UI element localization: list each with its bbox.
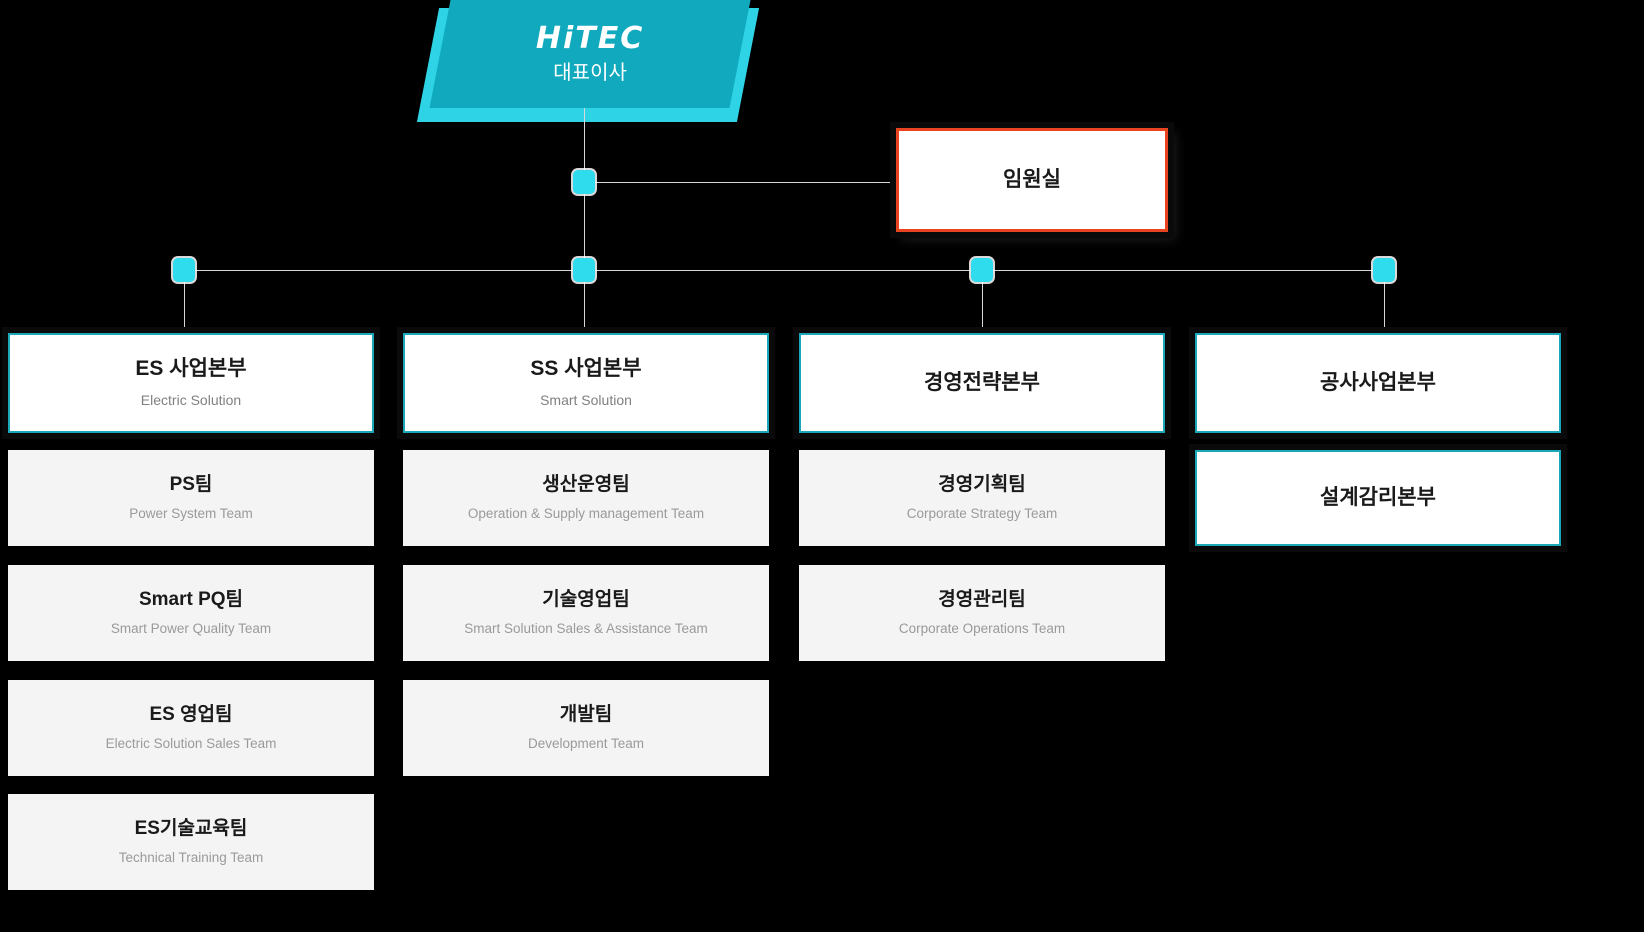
team-box-es-0[interactable]: PS팀 Power System Team (8, 450, 374, 546)
team-box-ss-1[interactable]: 기술영업팀 Smart Solution Sales & Assistance … (403, 565, 769, 661)
executive-office-title: 임원실 (1003, 167, 1061, 191)
connector-line-exec-horizontal (584, 182, 896, 183)
connector-drop-es (184, 270, 185, 332)
connector-node-ss[interactable] (573, 258, 595, 282)
connector-node-strategy[interactable] (971, 258, 993, 282)
team-title-en: Power System Team (129, 506, 253, 522)
team-box-ss-0[interactable]: 생산운영팀 Operation & Supply management Team (403, 450, 769, 546)
team-box-es-1[interactable]: Smart PQ팀 Smart Power Quality Team (8, 565, 374, 661)
division-title-kr: SS 사업본부 (530, 356, 642, 380)
ceo-title: 대표이사 (553, 61, 627, 84)
executive-office-box[interactable]: 임원실 (890, 122, 1174, 238)
team-title-en: Technical Training Team (118, 850, 264, 866)
connector-node-construction[interactable] (1373, 258, 1395, 282)
division-title-kr: 경영전략본부 (924, 370, 1040, 394)
team-box-construction-0[interactable]: 설계감리본부 (1195, 450, 1561, 546)
team-title-en: Corporate Strategy Team (906, 506, 1058, 522)
division-title-kr: 공사사업본부 (1320, 370, 1436, 394)
hitec-logo: HiTEC (535, 20, 645, 56)
team-title-kr: 경영관리팀 (938, 588, 1026, 610)
division-box-construction[interactable]: 공사사업본부 (1195, 333, 1561, 433)
team-title-en: Corporate Operations Team (898, 621, 1066, 637)
team-title-kr: ES기술교육팀 (134, 817, 248, 839)
ceo-node[interactable]: HiTEC 대표이사 (416, 0, 760, 122)
connector-drop-strategy (982, 270, 983, 332)
division-box-strategy[interactable]: 경영전략본부 (799, 333, 1165, 433)
connector-drop-ss (584, 270, 585, 332)
connector-node-es[interactable] (173, 258, 195, 282)
team-box-es-2[interactable]: ES 영업팀 Electric Solution Sales Team (8, 680, 374, 776)
division-title-kr: ES 사업본부 (135, 356, 247, 380)
connector-node-exec[interactable] (573, 170, 595, 194)
connector-drop-construction (1384, 270, 1385, 332)
team-title-kr: 생산운영팀 (542, 473, 630, 495)
team-box-ss-2[interactable]: 개발팀 Development Team (403, 680, 769, 776)
team-box-es-3[interactable]: ES기술교육팀 Technical Training Team (8, 794, 374, 890)
connector-line-ceo-to-exec (584, 108, 585, 184)
team-title-kr: 설계감리본부 (1320, 485, 1436, 509)
team-title-kr: 경영기획팀 (938, 473, 1026, 495)
team-title-en: Operation & Supply management Team (467, 506, 705, 522)
team-title-en: Electric Solution Sales Team (105, 736, 277, 752)
team-box-strategy-1[interactable]: 경영관리팀 Corporate Operations Team (799, 565, 1165, 661)
team-title-en: Development Team (527, 736, 645, 752)
division-title-en: Smart Solution (540, 392, 632, 409)
ceo-face-shape: HiTEC 대표이사 (429, 0, 751, 108)
division-box-es[interactable]: ES 사업본부 Electric Solution (8, 333, 374, 433)
team-title-kr: ES 영업팀 (149, 703, 233, 725)
team-title-en: Smart Solution Sales & Assistance Team (464, 621, 708, 637)
division-box-ss[interactable]: SS 사업본부 Smart Solution (403, 333, 769, 433)
division-title-en: Electric Solution (140, 392, 242, 409)
team-title-kr: Smart PQ팀 (138, 588, 244, 610)
team-title-kr: 기술영업팀 (542, 588, 630, 610)
connector-line-exec-to-bus (584, 182, 585, 272)
team-title-kr: 개발팀 (559, 703, 613, 725)
connector-bus-horizontal (184, 270, 1384, 271)
team-box-strategy-0[interactable]: 경영기획팀 Corporate Strategy Team (799, 450, 1165, 546)
team-title-en: Smart Power Quality Team (110, 621, 272, 637)
team-title-kr: PS팀 (169, 473, 213, 495)
